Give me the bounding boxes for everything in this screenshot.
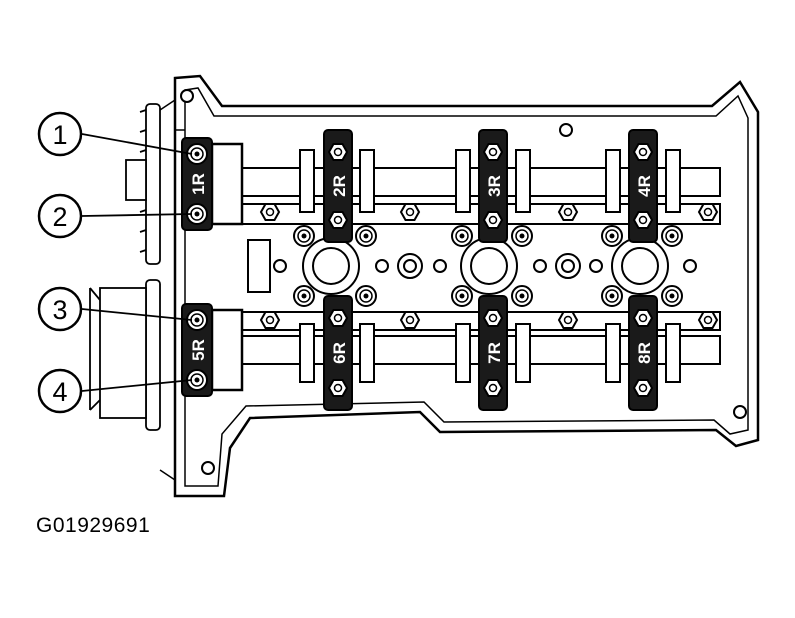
callout-1-number: 1 [52, 120, 67, 150]
figure-id-label: G01929691 [36, 514, 151, 537]
cap-label-1r: 1R [189, 173, 208, 195]
bearing-cap-2r [299, 129, 375, 243]
callout-2-number: 2 [52, 202, 67, 232]
cap-label-8r: 8R [635, 342, 654, 364]
bearing-cap-8r [605, 295, 681, 411]
cap-label-7r: 7R [485, 342, 504, 364]
housing-bolt-holes [180, 89, 747, 475]
spark-plug-wells [247, 237, 697, 295]
bearing-cap-7r [455, 295, 531, 411]
callout-leaders [81, 133, 193, 392]
camshaft-sprocket-upper [125, 103, 161, 265]
camshaft-sprocket-lower [89, 279, 161, 431]
bearing-cap-4r [605, 129, 681, 243]
callout-3-number: 3 [52, 295, 67, 325]
callout-1: 1 [37, 111, 83, 157]
cap-label-5r: 5R [189, 339, 208, 361]
bearing-cap-1r [181, 137, 244, 231]
cylinder-head-outline [159, 74, 760, 498]
callout-4: 4 [37, 368, 83, 414]
callout-2: 2 [37, 193, 83, 239]
cap-label-4r: 4R [635, 175, 654, 197]
cap-label-2r: 2R [330, 175, 349, 197]
cap-label-6r: 6R [330, 342, 349, 364]
bearing-cap-6r [299, 295, 375, 411]
cap-label-3r: 3R [485, 175, 504, 197]
callout-4-number: 4 [52, 377, 67, 407]
bearing-cap-5r [181, 303, 244, 397]
bearing-cap-3r [455, 129, 531, 243]
callout-3: 3 [37, 286, 83, 332]
